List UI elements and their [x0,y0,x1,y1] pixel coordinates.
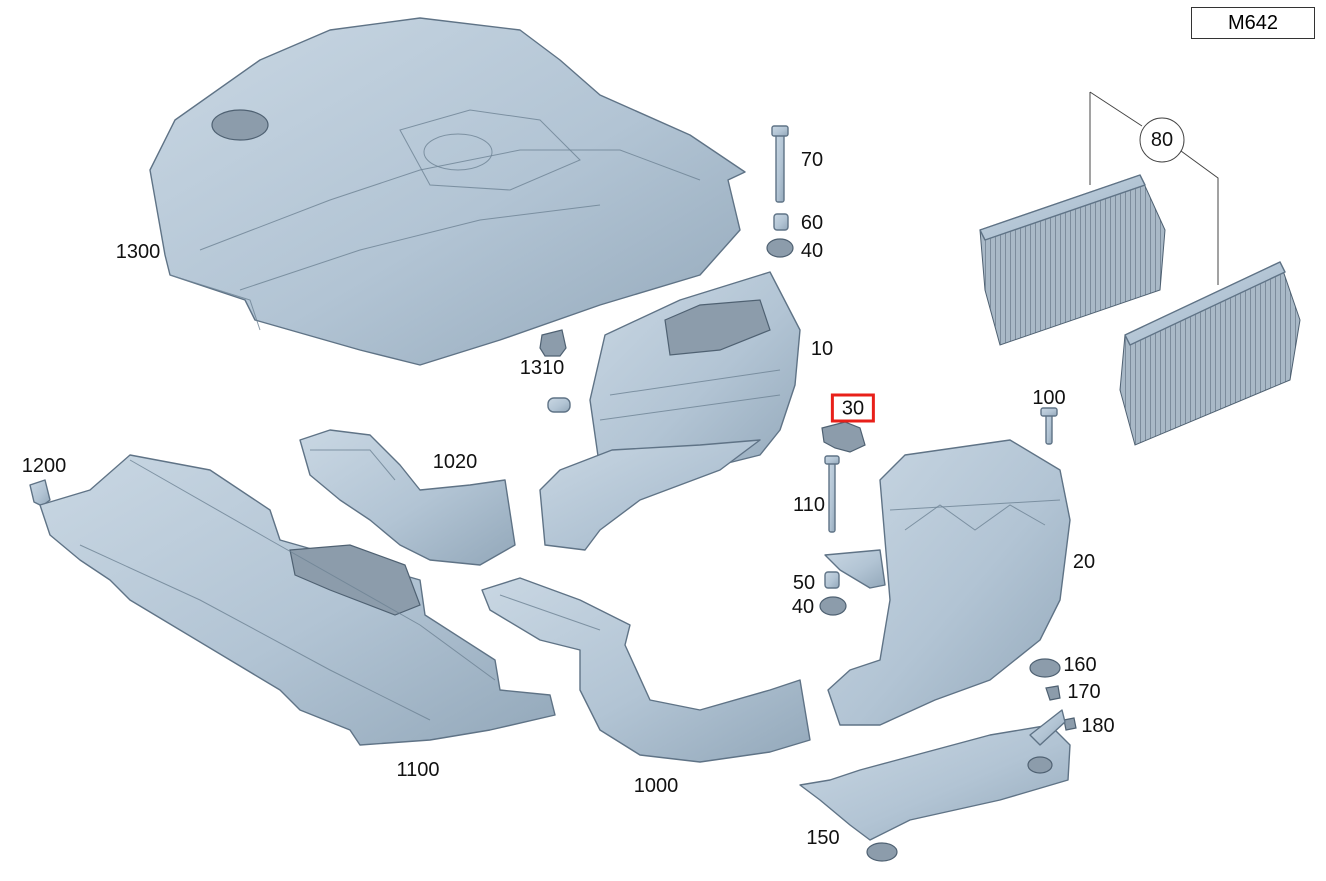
callout-40-upper[interactable]: 40 [800,240,824,262]
callout-180[interactable]: 180 [1081,715,1115,737]
duct-bracket-1100-part [39,454,556,746]
engine-code-box: M642 [1191,7,1315,39]
sleeve-60-part [773,213,789,231]
filter-element-80-upper-part [979,174,1166,346]
callout-80[interactable]: 80 [1150,129,1174,151]
bolt-170-part [1045,685,1061,701]
callout-20[interactable]: 20 [1072,551,1096,573]
callout-1100[interactable]: 1100 [396,759,440,781]
callout-40-lower[interactable]: 40 [791,596,815,618]
intake-pipe-1000-part [481,577,811,763]
callout-170[interactable]: 170 [1067,681,1101,703]
air-filter-housing-10-part [539,271,801,551]
grommet-160-part [1029,658,1061,678]
callout-110[interactable]: 110 [793,494,825,516]
callout-160[interactable]: 160 [1063,654,1097,676]
rubber-mount-40-upper-part [766,238,794,258]
callout-80-leaders [1089,91,1219,285]
engine-cover-part [149,17,746,366]
intake-duct-1020-part [299,429,516,566]
grommet-1310-part [539,329,567,357]
sleeve-50-part [824,571,840,589]
clip-1200-part [29,479,51,507]
nut-180-part [1063,717,1077,731]
bolt-70-part [771,125,789,203]
callout-1310[interactable]: 1310 [519,357,565,379]
filter-element-80-lower-part [1119,261,1301,446]
callout-1300[interactable]: 1300 [115,241,161,263]
resonator-bracket-150-part [799,709,1071,862]
bolt-100-part [1040,407,1058,445]
callout-70[interactable]: 70 [800,149,824,171]
callout-100[interactable]: 100 [1032,387,1066,409]
callout-10[interactable]: 10 [810,338,834,360]
callout-60[interactable]: 60 [800,212,824,234]
air-filter-housing-20-part [824,439,1071,726]
callout-1200[interactable]: 1200 [21,455,67,477]
callout-150[interactable]: 150 [806,827,840,849]
callout-1000[interactable]: 1000 [633,775,679,797]
bolt-110-part [824,455,840,533]
callout-30-highlighted[interactable]: 30 [830,393,876,423]
callout-1020[interactable]: 1020 [432,451,478,473]
sensor-30-part [821,421,866,453]
rubber-mount-40-lower-part [819,596,847,616]
callout-50[interactable]: 50 [792,572,816,594]
